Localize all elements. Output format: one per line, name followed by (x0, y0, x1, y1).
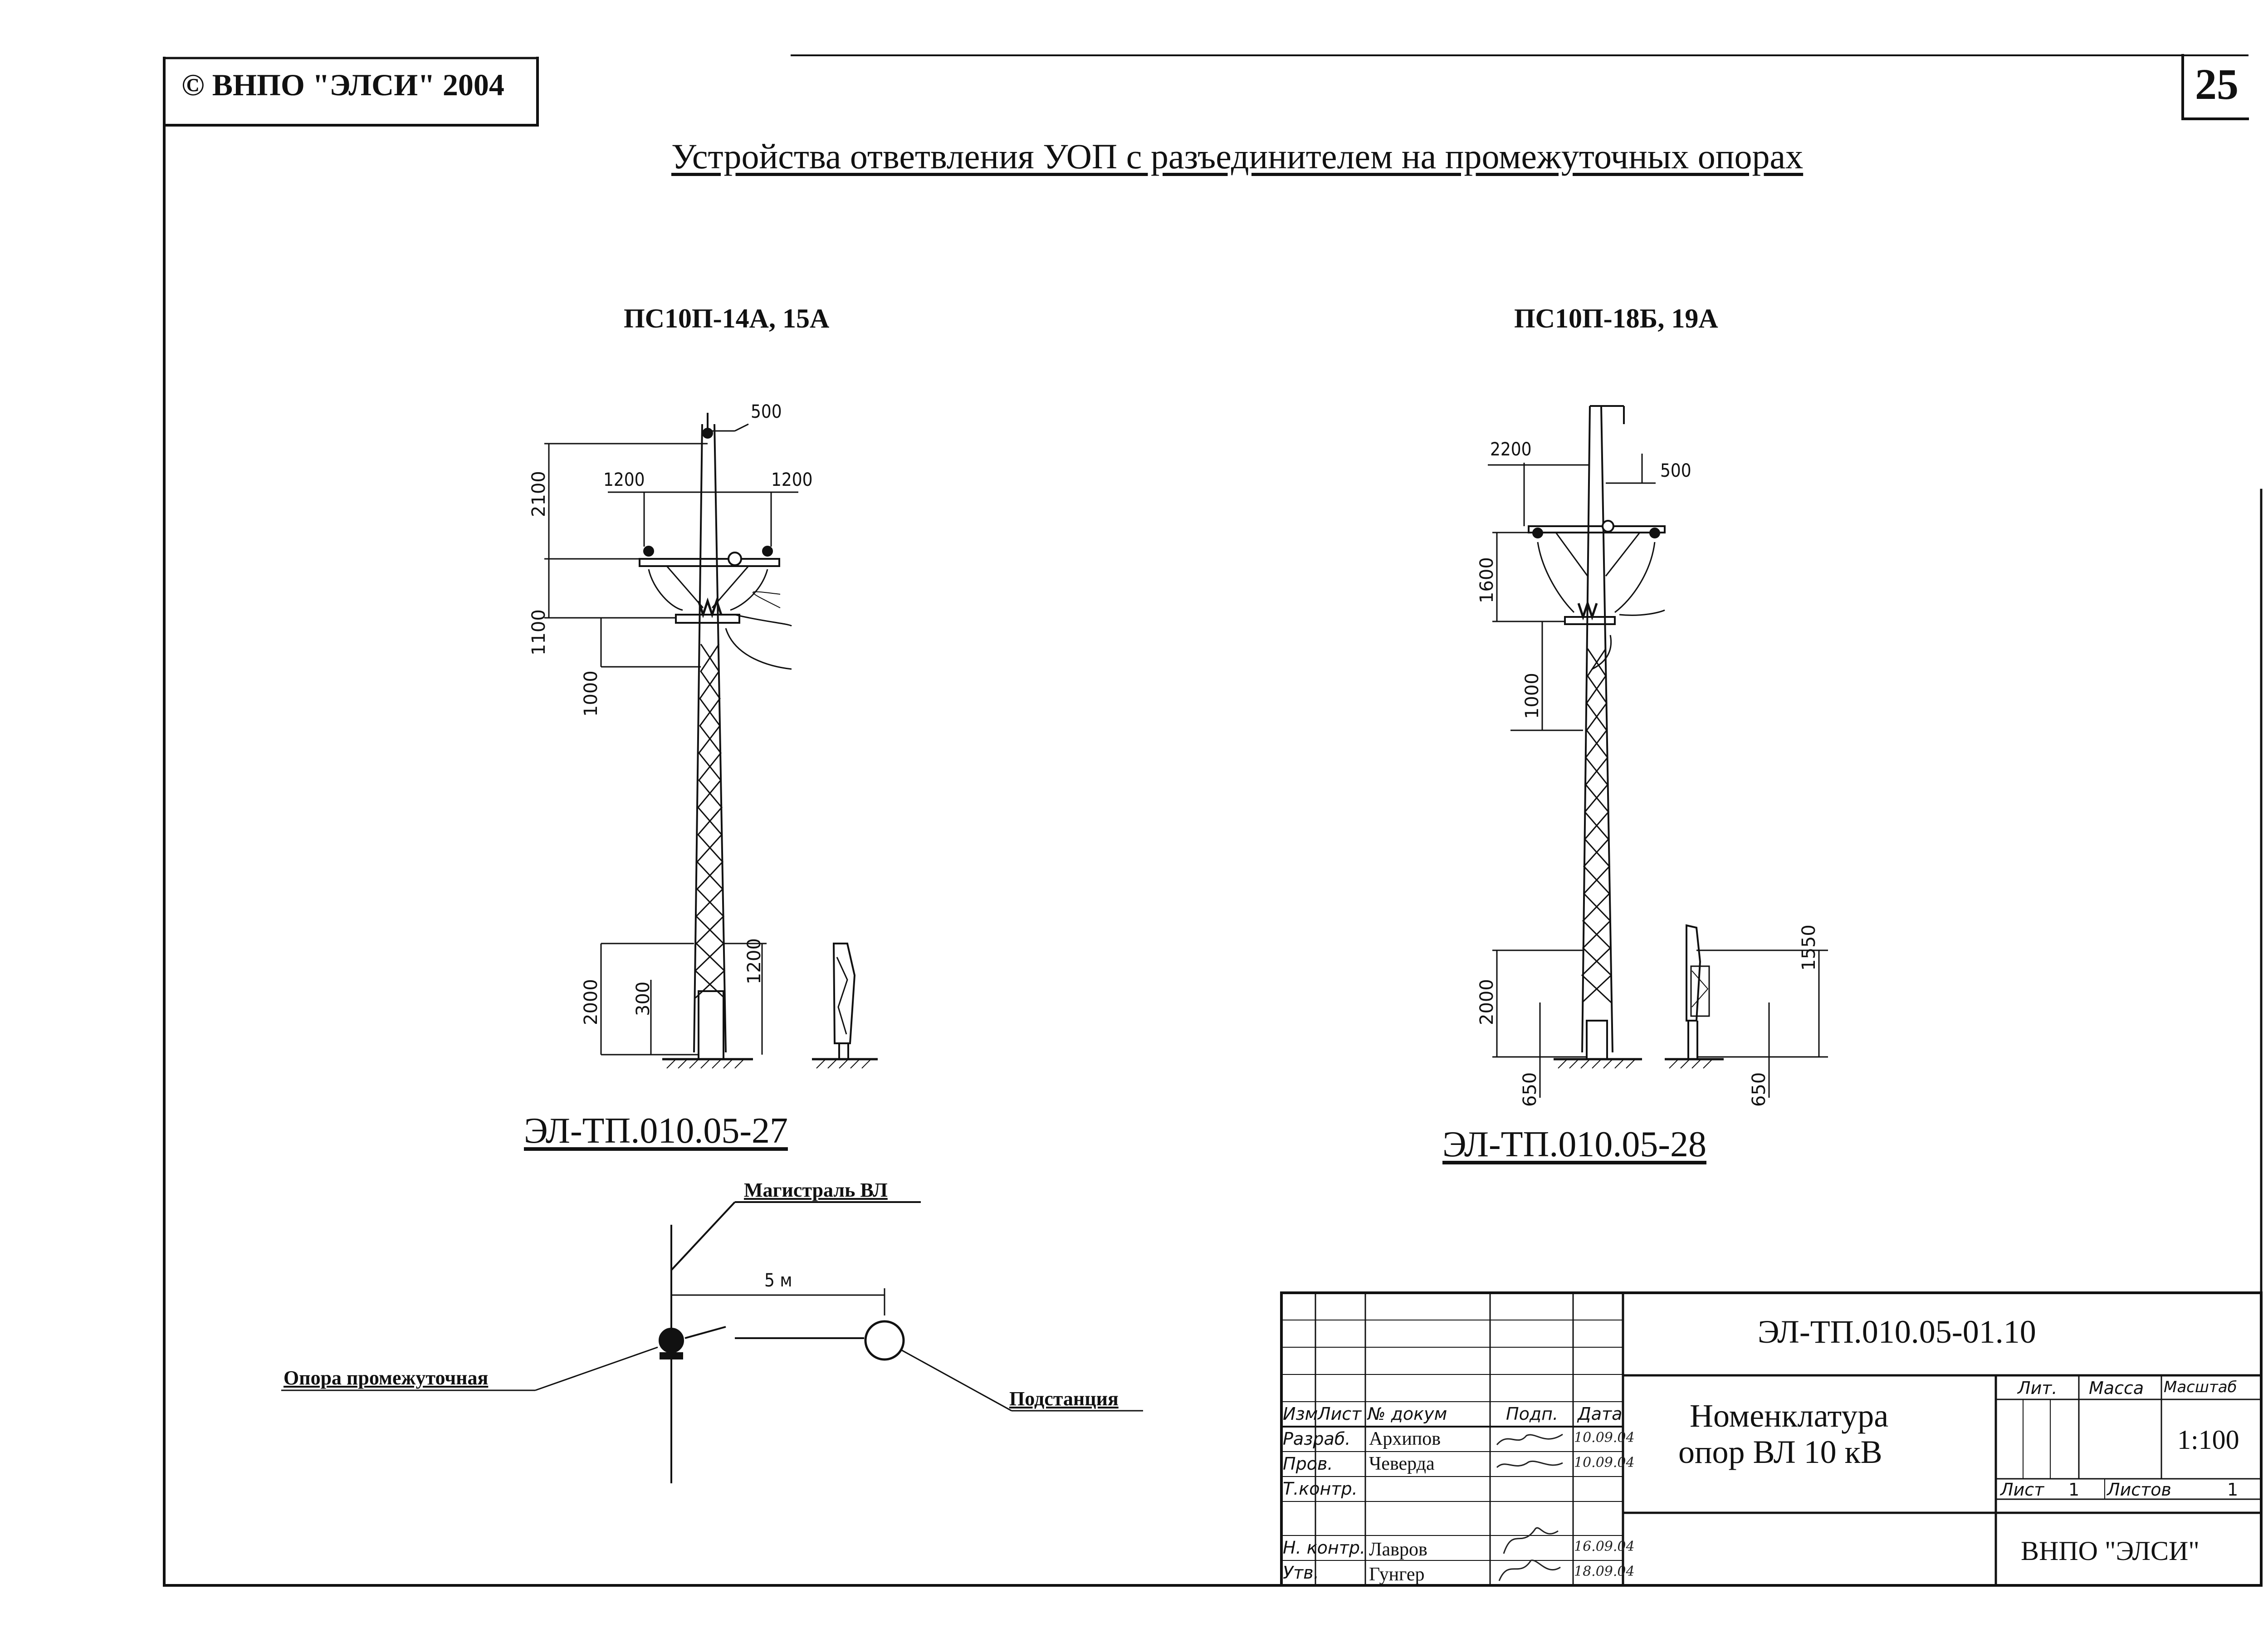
right-dim-1550: 1550 (1799, 924, 1819, 971)
page-number: 25 (2195, 60, 2239, 108)
tb-signature-nkontr (1495, 1522, 1567, 1562)
left-dim-1100: 1100 (528, 609, 549, 655)
left-dim-2100: 2100 (528, 471, 549, 517)
scheme-distance-label: 5 м (764, 1270, 792, 1291)
right-dim-1600: 1600 (1476, 557, 1497, 603)
left-dim-500: 500 (751, 401, 782, 422)
left-dim-1200-right: 1200 (771, 469, 813, 490)
tb-role-tkontr: Т.контр. (1283, 1479, 1358, 1499)
tb-header-izm: Изм (1283, 1404, 1318, 1424)
tb-role-utv: Утв. (1283, 1563, 1319, 1583)
tb-header-list: Лист (1318, 1404, 1362, 1424)
tb-person-razrab: Архипов (1369, 1428, 1441, 1449)
tb-sheets-value: 1 (2227, 1480, 2239, 1500)
title-block-name-line1: Номенклатура (1690, 1398, 1889, 1434)
tb-sheet-label: Лист (2000, 1480, 2044, 1500)
tb-person-prov: Чеверда (1369, 1453, 1435, 1474)
tb-person-utv: Гунгер (1369, 1564, 1425, 1585)
right-doc-ref: ЭЛ-ТП.010.05-28 (1442, 1125, 1706, 1164)
tb-date-nkontr: 16.09.04 (1574, 1539, 1635, 1555)
tb-organization: ВНПО "ЭЛСИ" (2021, 1536, 2200, 1566)
right-dim-650-right: 650 (1749, 1072, 1769, 1107)
right-dim-2000: 2000 (1476, 979, 1497, 1025)
left-doc-ref: ЭЛ-ТП.010.05-27 (524, 1111, 788, 1151)
tb-signature-utv (1495, 1556, 1567, 1587)
tb-header-mass: Масса (2089, 1378, 2144, 1398)
tb-header-lit: Лит. (2018, 1378, 2058, 1398)
right-dim-500: 500 (1660, 460, 1691, 481)
left-dim-300: 300 (633, 981, 654, 1016)
left-pole-drawing (544, 413, 878, 1069)
tb-signature-prov (1495, 1454, 1567, 1478)
tb-role-nkontr: Н. контр. (1283, 1538, 1366, 1558)
tb-date-utv: 18.09.04 (1574, 1564, 1635, 1579)
tb-header-doc-no: № докум (1368, 1404, 1447, 1424)
left-dim-1000: 1000 (581, 670, 601, 717)
tb-sheet-value: 1 (2068, 1480, 2080, 1500)
scheme-intermediate-pole-label: Опора промежуточная (284, 1367, 489, 1389)
tb-person-nkontr: Лавров (1369, 1539, 1427, 1560)
scheme-substation-label: Подстанция (1009, 1388, 1119, 1410)
tb-sheets-label: Листов (2107, 1480, 2171, 1500)
right-dim-1000: 1000 (1522, 673, 1543, 719)
left-dim-1200-base: 1200 (744, 938, 765, 984)
tb-header-date: Дата (1578, 1404, 1623, 1424)
scheme-main-line-label: Магистраль ВЛ (744, 1179, 888, 1201)
title-block-code: ЭЛ-ТП.010.05-01.10 (1758, 1314, 2036, 1350)
right-dim-650-left: 650 (1520, 1072, 1540, 1107)
tb-header-scale: Масштаб (2164, 1378, 2237, 1396)
left-dim-2000: 2000 (581, 979, 601, 1025)
tb-scale-value: 1:100 (2177, 1425, 2239, 1455)
sheet-title: Устройства ответвления УОП с разъедините… (671, 137, 1804, 176)
tb-role-razrab: Разраб. (1283, 1429, 1351, 1449)
title-block-grid (1280, 1291, 2263, 1587)
right-dim-2200: 2200 (1490, 439, 1532, 460)
left-dim-1200-left: 1200 (603, 469, 645, 490)
right-pole-heading: ПС10П-18Б, 19А (1514, 303, 1718, 333)
tb-date-prov: 10.09.04 (1574, 1455, 1635, 1471)
tb-signature-razrab (1495, 1429, 1567, 1453)
tb-header-sign: Подп. (1506, 1404, 1559, 1424)
tb-role-prov: Пров. (1283, 1454, 1333, 1474)
tb-date-razrab: 10.09.04 (1574, 1430, 1635, 1446)
title-block-name-line2: опор ВЛ 10 кВ (1678, 1434, 1882, 1470)
branch-scheme (281, 1201, 1143, 1483)
copyright-label: © ВНПО "ЭЛСИ" 2004 (181, 68, 504, 102)
right-pole-drawing (1488, 405, 1828, 1098)
left-pole-heading: ПС10П-14А, 15А (624, 303, 830, 333)
